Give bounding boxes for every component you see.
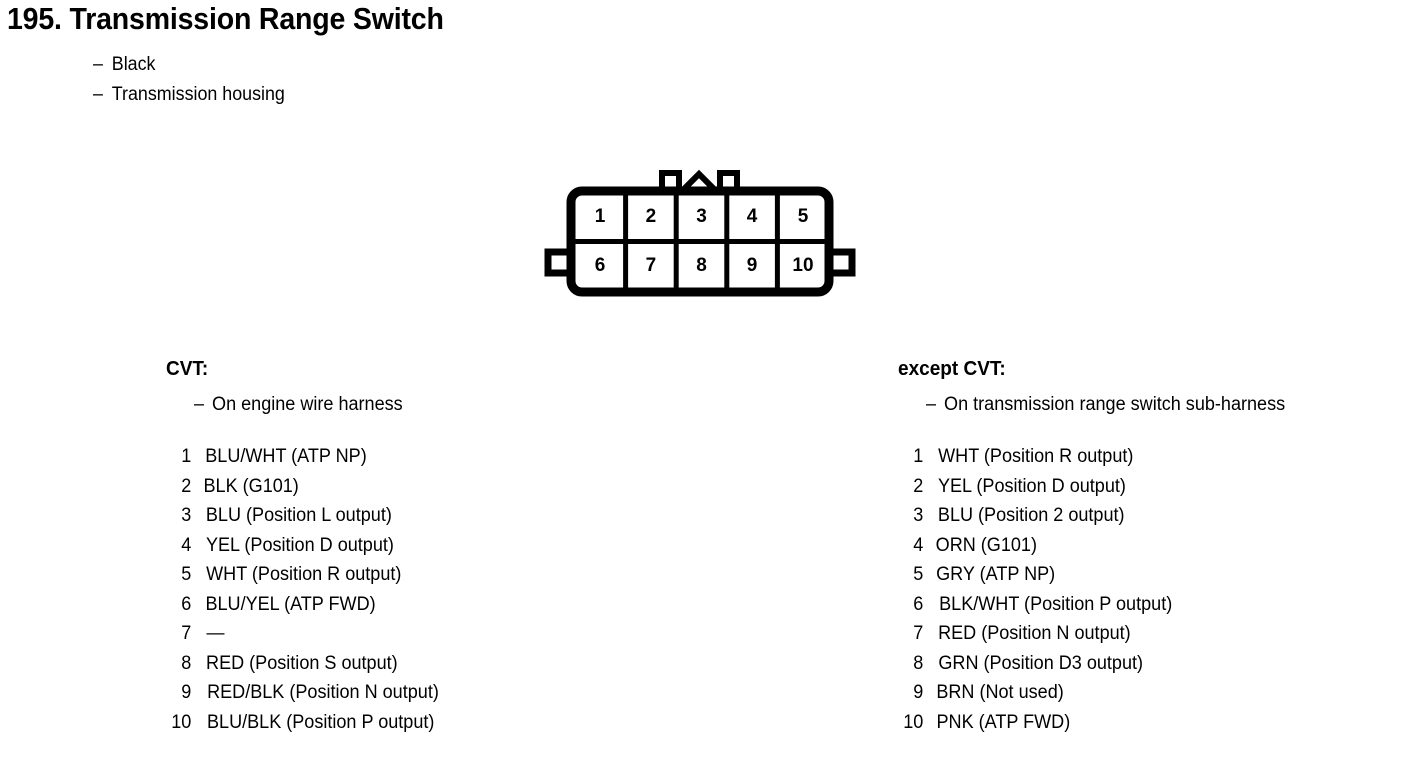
- column-subheading-cvt: –On engine wire harness: [194, 394, 432, 416]
- connector-pin-4: 4: [747, 206, 758, 227]
- page-title-text: Transmission Range Switch: [69, 1, 444, 36]
- pin-description: GRY (ATP NP): [936, 564, 1056, 585]
- dash-glyph: –: [194, 394, 205, 415]
- pin-description: PNK (ATP FWD): [936, 711, 1071, 733]
- column-subheading-except-cvt-text: On transmission range switch sub-harness: [944, 394, 1286, 415]
- pin-description: YEL (Position D output): [937, 475, 1126, 497]
- connector-housing: [678, 169, 720, 195]
- pin-number: 10: [903, 711, 924, 733]
- pin-description: BLK/WHT (Position P output): [939, 593, 1173, 615]
- connector-pin-10: 10: [792, 255, 813, 276]
- pin-number: 4: [181, 534, 192, 556]
- pin-row: 5 GRY (ATP NP): [898, 564, 1304, 594]
- pin-row: 6 BLU/YEL (ATP FWD): [166, 594, 445, 624]
- pin-description: ORN (G101): [935, 534, 1037, 556]
- connector-pin-5: 5: [798, 206, 809, 227]
- subline-color: –Black: [93, 54, 155, 76]
- pin-description: YEL (Position D output): [205, 534, 394, 556]
- pin-row: 7 —: [166, 623, 445, 653]
- pin-description: BLU/BLK (Position P output): [206, 711, 435, 733]
- pin-number: 2: [181, 475, 192, 497]
- pin-number: 5: [181, 564, 192, 585]
- pin-description: WHT (Position R output): [938, 446, 1134, 467]
- connector-pin-6: 6: [595, 255, 606, 276]
- connector-pin-7: 7: [646, 255, 657, 276]
- connector-diagram: 1 2 3 4 5 6 7 8 9 10: [540, 163, 860, 303]
- pin-row: 9 RED/BLK (Position N output): [166, 682, 445, 712]
- pin-list-column-cvt: CVT: –On engine wire harness 1 BLU/WHT (…: [166, 357, 445, 741]
- pin-row: 1 WHT (Position R output): [898, 446, 1304, 476]
- pin-row: 7 RED (Position N output): [898, 623, 1304, 653]
- subline-location-text: Transmission housing: [111, 84, 285, 105]
- dash-glyph: –: [93, 54, 103, 75]
- pin-number: 3: [181, 505, 192, 526]
- pin-row: 10 BLU/BLK (Position P output): [166, 712, 445, 742]
- page-title: 195. Transmission Range Switch: [7, 1, 444, 37]
- pin-row: 8 RED (Position S output): [166, 653, 445, 683]
- pin-number: 8: [913, 652, 924, 674]
- pin-number: 6: [181, 593, 192, 615]
- pin-description: BLU/WHT (ATP NP): [205, 446, 367, 467]
- pin-description: BLU (Position L output): [205, 505, 392, 526]
- column-heading-except-cvt: except CVT:: [898, 358, 1006, 380]
- subline-location: –Transmission housing: [93, 84, 285, 106]
- pin-row: 10 PNK (ATP FWD): [898, 712, 1304, 742]
- pin-number: 3: [913, 505, 924, 526]
- pin-row: 4 ORN (G101): [898, 535, 1304, 565]
- column-heading-cvt: CVT:: [166, 358, 209, 380]
- page-title-number: 195.: [7, 1, 62, 36]
- pin-number: 1: [913, 446, 924, 467]
- pin-row: 4 YEL (Position D output): [166, 535, 445, 565]
- pin-row: 2 BLK (G101): [166, 476, 445, 506]
- pin-number: 10: [171, 711, 192, 733]
- pin-description: GRN (Position D3 output): [938, 652, 1144, 674]
- connector-peak-icon: [678, 169, 720, 195]
- dash-glyph: –: [93, 84, 103, 105]
- connector-pin-2: 2: [646, 206, 657, 227]
- pin-row: 9 BRN (Not used): [898, 682, 1304, 712]
- pin-description: —: [206, 623, 224, 644]
- connector-pin-3: 3: [696, 206, 707, 227]
- pin-list-cvt: 1 BLU/WHT (ATP NP) 2 BLK (G101) 3 BLU (P…: [166, 446, 445, 741]
- pin-description: RED (Position N output): [938, 623, 1131, 644]
- pin-row: 5 WHT (Position R output): [166, 564, 445, 594]
- pin-row: 3 BLU (Position L output): [166, 505, 445, 535]
- pin-row: 6 BLK/WHT (Position P output): [898, 594, 1304, 624]
- pin-description: RED/BLK (Position N output): [207, 682, 439, 703]
- subline-color-text: Black: [111, 54, 156, 75]
- connector-pin-1: 1: [595, 206, 606, 227]
- pin-number: 7: [181, 623, 192, 644]
- pin-number: 7: [913, 623, 924, 644]
- connector-pin-9: 9: [747, 255, 758, 276]
- pin-number: 4: [913, 534, 924, 556]
- pin-description: BLK (G101): [203, 475, 299, 497]
- column-subheading-except-cvt: –On transmission range switch sub-harnes…: [926, 394, 1285, 416]
- dash-glyph: –: [926, 394, 937, 415]
- pin-list-except-cvt: 1 WHT (Position R output) 2 YEL (Positio…: [898, 446, 1304, 741]
- pin-number: 2: [913, 475, 924, 497]
- connector-svg: 1 2 3 4 5 6 7 8 9 10: [544, 169, 856, 297]
- connector-pin-8: 8: [696, 255, 707, 276]
- pin-list-column-except-cvt: except CVT: –On transmission range switc…: [898, 357, 1304, 741]
- pin-description: BLU/YEL (ATP FWD): [205, 593, 376, 615]
- pin-number: 6: [913, 593, 924, 615]
- pin-description: BLU (Position 2 output): [937, 505, 1125, 526]
- column-subheading-cvt-text: On engine wire harness: [212, 394, 403, 415]
- pin-number: 9: [181, 682, 192, 703]
- pin-description: WHT (Position R output): [206, 564, 402, 585]
- pin-number: 1: [181, 446, 192, 467]
- pin-description: BRN (Not used): [936, 682, 1064, 703]
- pin-description: RED (Position S output): [206, 652, 398, 674]
- pin-row: 1 BLU/WHT (ATP NP): [166, 446, 445, 476]
- pin-row: 2 YEL (Position D output): [898, 476, 1304, 506]
- pin-number: 8: [181, 652, 192, 674]
- pin-row: 8 GRN (Position D3 output): [898, 653, 1304, 683]
- pin-number: 9: [913, 682, 924, 703]
- pin-number: 5: [913, 564, 924, 585]
- pin-row: 3 BLU (Position 2 output): [898, 505, 1304, 535]
